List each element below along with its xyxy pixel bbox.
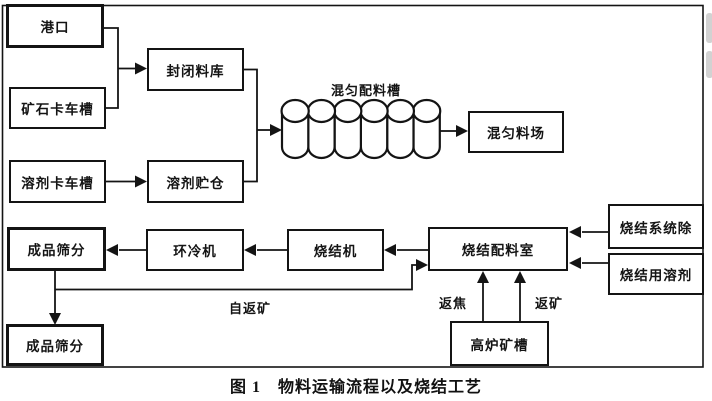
node-blending-yard: 混匀料场 — [468, 111, 564, 153]
cylinder-icon — [280, 98, 310, 124]
cylinder-icon — [333, 98, 363, 124]
arrowhead-icon — [569, 226, 581, 238]
arrowhead-icon — [244, 244, 256, 256]
arrowheads — [49, 62, 581, 325]
arrowhead-icon — [514, 271, 526, 283]
node-sintering-machine: 烧结机 — [287, 229, 384, 271]
connector-lines — [54, 27, 608, 321]
label-return-ore: 返矿 — [534, 296, 563, 311]
blending-bins-cylinders — [280, 98, 442, 160]
node-sinter-flux: 烧结用溶剂 — [608, 253, 704, 295]
arrowhead-icon — [106, 244, 118, 256]
cylinder-icon — [411, 98, 442, 124]
node-flux-bunker: 溶剂贮仓 — [147, 160, 244, 203]
node-port: 港口 — [6, 4, 104, 48]
node-sinter-proportioning-room: 烧结配料室 — [428, 227, 568, 271]
node-sinter-system-dust: 烧结系统除 — [608, 204, 704, 249]
label-blending-bins: 混匀配料槽 — [330, 83, 401, 98]
label-self-return-ore: 自返矿 — [228, 301, 271, 316]
cylinder-icon — [280, 111, 310, 160]
cylinder-icon — [359, 98, 389, 124]
edge-stockhouse-bunker-merge — [243, 68, 258, 183]
page-edge-artifact — [706, 51, 712, 78]
diagram-border — [1, 4, 704, 368]
arrowhead-icon — [477, 271, 489, 283]
arrowhead-icon — [384, 244, 396, 256]
arrowhead-icon — [569, 257, 581, 269]
cylinder-icon — [385, 98, 416, 124]
arrowhead-icon — [456, 125, 468, 137]
arrowhead-icon — [270, 124, 282, 136]
node-product-screening-bottom: 成品筛分 — [6, 324, 104, 366]
arrowhead-icon — [135, 175, 147, 188]
arrowhead-icon — [135, 62, 147, 75]
node-ore-truck-chute: 矿石卡车槽 — [9, 87, 106, 129]
node-annular-cooler: 环冷机 — [146, 229, 244, 271]
node-flux-truck-chute: 溶剂卡车槽 — [9, 160, 106, 203]
arrowhead-icon — [416, 259, 428, 271]
node-blast-furnace-bunker: 高炉矿槽 — [450, 321, 549, 366]
page-edge-artifact — [706, 13, 712, 43]
cylinder-icon — [306, 98, 337, 124]
node-closed-stockhouse: 封闭料库 — [147, 48, 244, 91]
edge-self-return-ore — [55, 264, 416, 291]
label-return-coke: 返焦 — [438, 296, 467, 311]
arrowhead-icon — [49, 313, 61, 325]
node-product-screening-top: 成品筛分 — [7, 227, 106, 271]
figure-caption: 图 1 物料运输流程以及烧结工艺 — [229, 379, 482, 396]
